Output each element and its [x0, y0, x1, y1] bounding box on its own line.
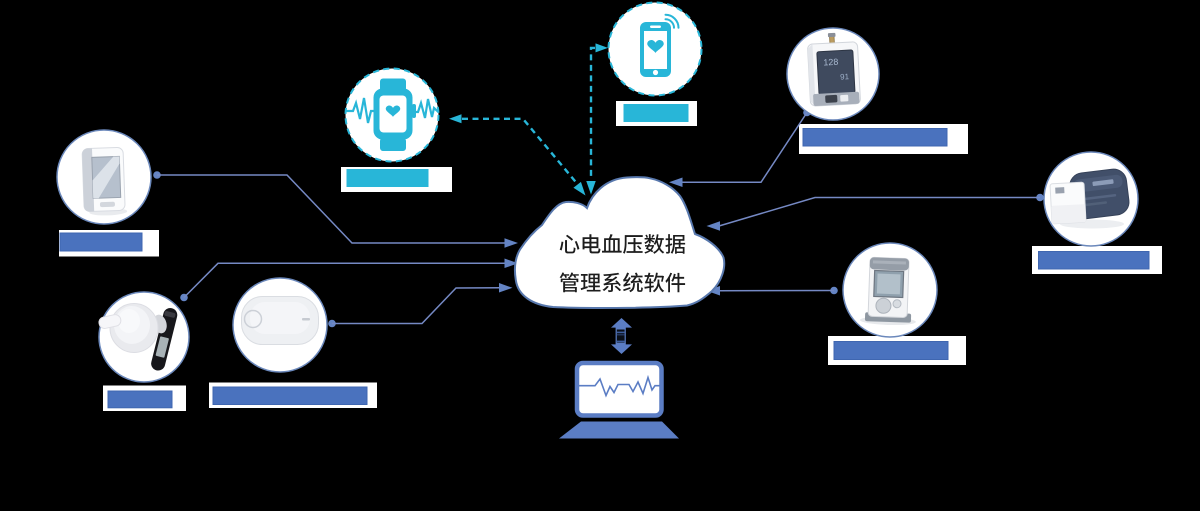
svg-text:91: 91 [840, 72, 850, 81]
svg-text:128: 128 [823, 57, 839, 68]
